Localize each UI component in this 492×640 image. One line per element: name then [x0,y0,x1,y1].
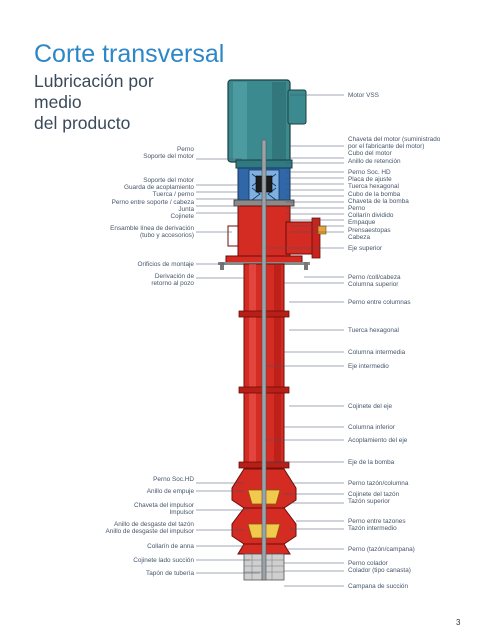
label-derivacion-retorno: Derivación de retorno al pozo [151,273,194,288]
label-eje-intermedio: Eje intermedio [348,363,389,370]
label-motor-vss: Motor VSS [348,92,379,99]
motor [227,79,307,169]
label-anillos-desgaste: Anillo de desgaste del tazón Anillo de d… [105,521,194,536]
label-columna-intermedia: Columna intermedia [348,349,406,356]
label-acoplamiento-eje: Acoplamiento del eje [348,437,408,444]
page-number: 3 [456,618,461,627]
label-perno-entre-columnas: Perno entre columnas [348,299,411,306]
label-motor-group: Chaveta del motor (suministrado por el f… [348,136,441,165]
label-perno-coll-cabeza: Perno /coll/cabeza Columna superior [348,274,401,289]
label-perno-colador: Perno colador Colador (tipo canasta) [348,560,411,575]
page-title: Corte transversal [34,40,225,68]
label-head-group: Perno Soc. HD Placa de ajuste Tuerca hex… [348,169,409,241]
label-anillo-empuje: Anillo de empuje [146,488,194,495]
label-columna-inferior: Columna inferior [348,424,395,431]
leader-lines [196,94,344,587]
label-campana-succion: Campana de succión [348,583,409,590]
label-cojinete-eje: Cojinete del eje [348,403,393,410]
label-soporte-group: Soporte del motor Guarda de acoplamiento… [111,177,194,221]
label-perno-tazon-campana: Perno (tazón/campana) [348,546,415,553]
label-perno-soc-hd-left: Perno Soc.HD [153,476,194,483]
discharge-head [218,205,327,270]
pump-shaft [261,139,267,581]
page-subtitle: Lubricación por medio del producto [34,71,204,134]
label-tapon-tuberia: Tapón de tubería [146,570,194,577]
label-cojinete-succion: Cojinete lado succión [133,557,194,564]
label-chaveta-impulsor: Chaveta del impulsor Impulsor [133,502,194,517]
label-perno-tazon-columna: Perno tazón/columna [348,480,409,487]
label-tuerca-hexagonal-2: Tuerca hexagonal [348,327,399,334]
label-perno-entre-tazones: Perno entre tazones Tazón intermedio [348,518,406,533]
label-eje-superior: Eje superior [348,245,383,252]
label-ensamble-derivacion: Ensamble línea de derivación (tubo y acc… [110,225,194,240]
label-cojinete-tazon: Cojinete del tazón Tazón superior [348,491,400,506]
label-collarin-anna: Collarín de anna [147,543,194,550]
subtitle-line-2: del producto [34,113,131,133]
label-eje-bomba: Eje de la bomba [348,459,395,466]
label-orificios-montaje: Orificios de montaje [137,261,194,268]
subtitle-line-1: Lubricación por medio [34,71,154,112]
label-perno-motor: Perno Soporte del motor [143,146,194,161]
